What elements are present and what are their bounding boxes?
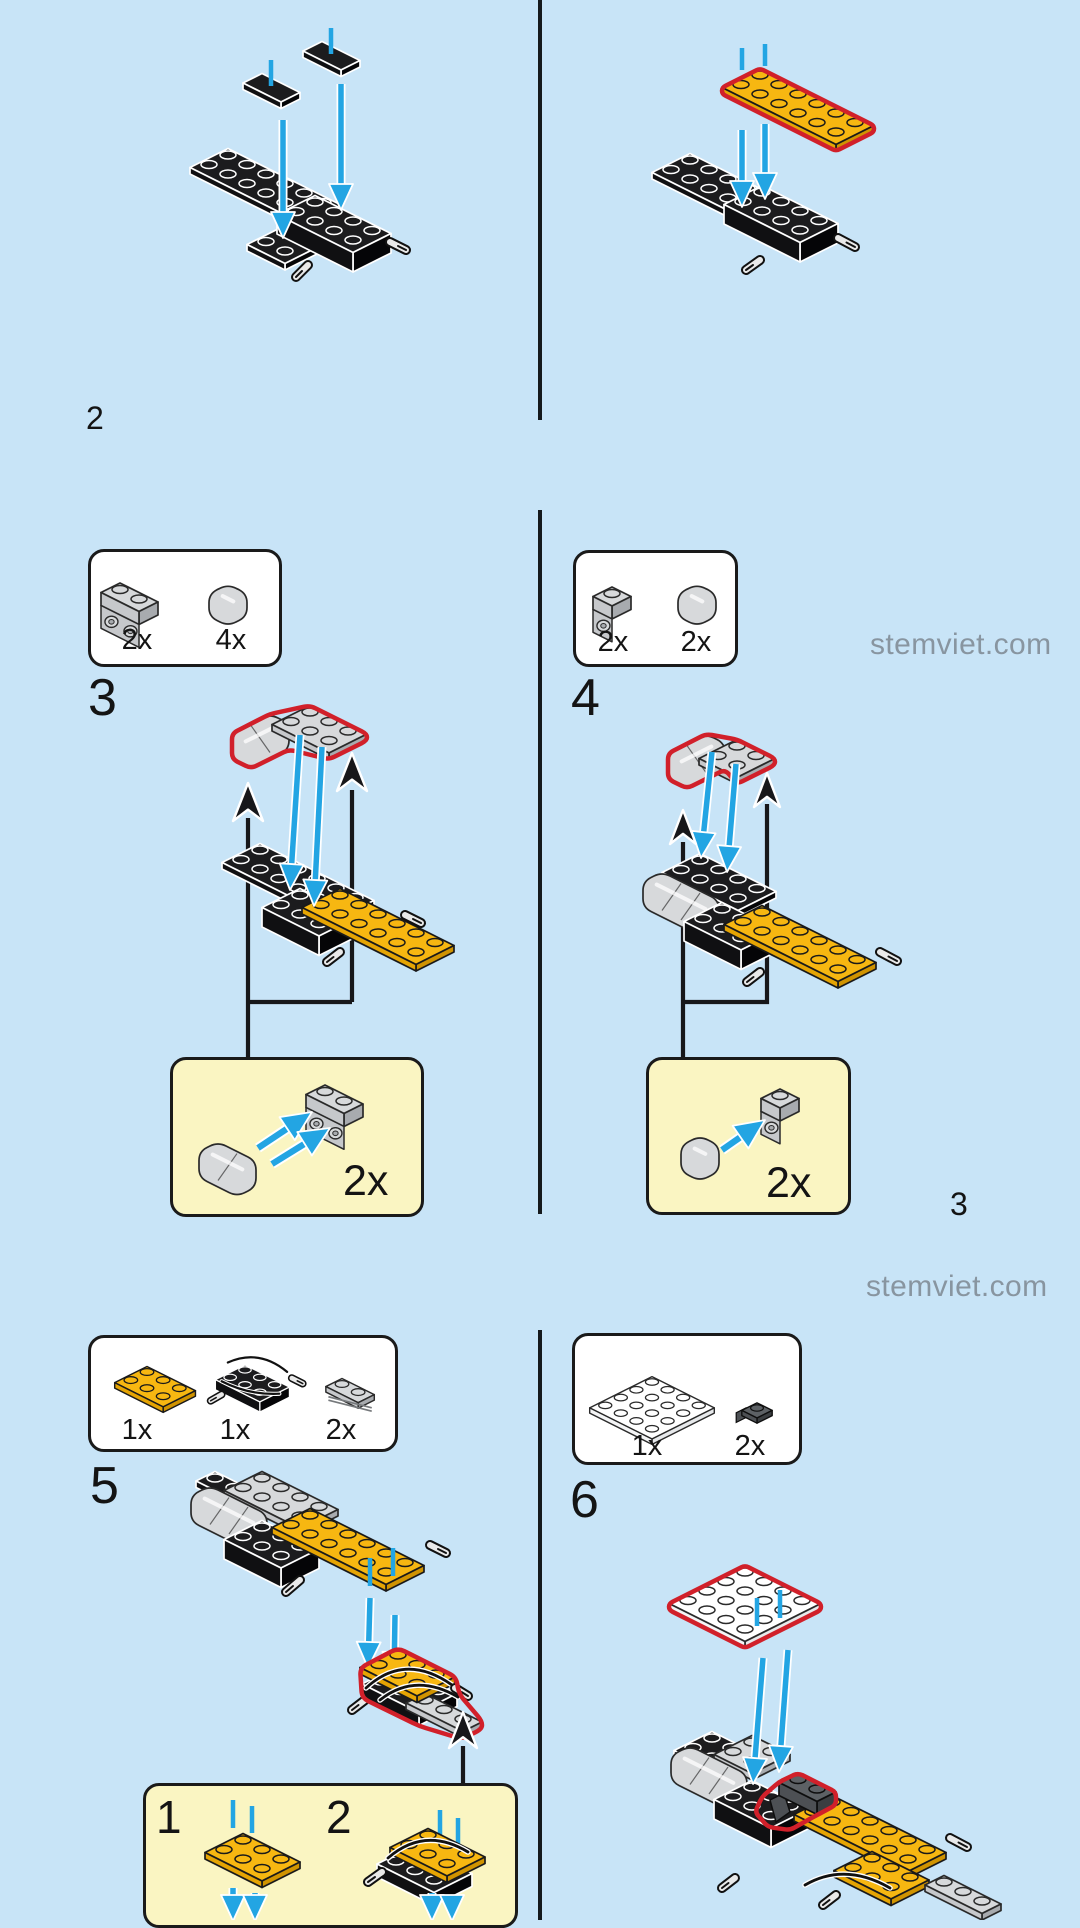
callout-qty-step3: 2x [343, 1157, 389, 1205]
substep-number-1: 1 [156, 1791, 182, 1843]
part-qty-label: 2x [680, 626, 712, 658]
substep-number-2: 2 [326, 1791, 352, 1843]
page-number-left: 2 [86, 400, 104, 436]
column-divider-bottom [538, 1330, 542, 1920]
part-qty-label: 2x [121, 624, 153, 656]
page-number-right: 3 [950, 1186, 968, 1222]
callout-qty-step4: 2x [766, 1159, 812, 1207]
part-qty-label: 1x [121, 1414, 153, 1446]
step-number-5: 5 [90, 1457, 119, 1515]
part-qty-label: 4x [215, 624, 247, 656]
callout-box-step4 [646, 1057, 851, 1215]
watermark-top: stemviet.com [870, 628, 1052, 661]
part-qty-label: 1x [631, 1430, 663, 1462]
step-number-6: 6 [570, 1471, 599, 1529]
part-qty-label: 2x [597, 626, 629, 658]
column-divider-top [538, 0, 542, 420]
step-number-4: 4 [571, 669, 600, 727]
part-qty-label: 2x [325, 1414, 357, 1446]
watermark-bottom: stemviet.com [866, 1270, 1048, 1303]
step-number-3: 3 [88, 669, 117, 727]
column-divider-middle [538, 510, 542, 1214]
part-qty-label: 2x [734, 1430, 766, 1462]
part-qty-label: 1x [219, 1414, 251, 1446]
